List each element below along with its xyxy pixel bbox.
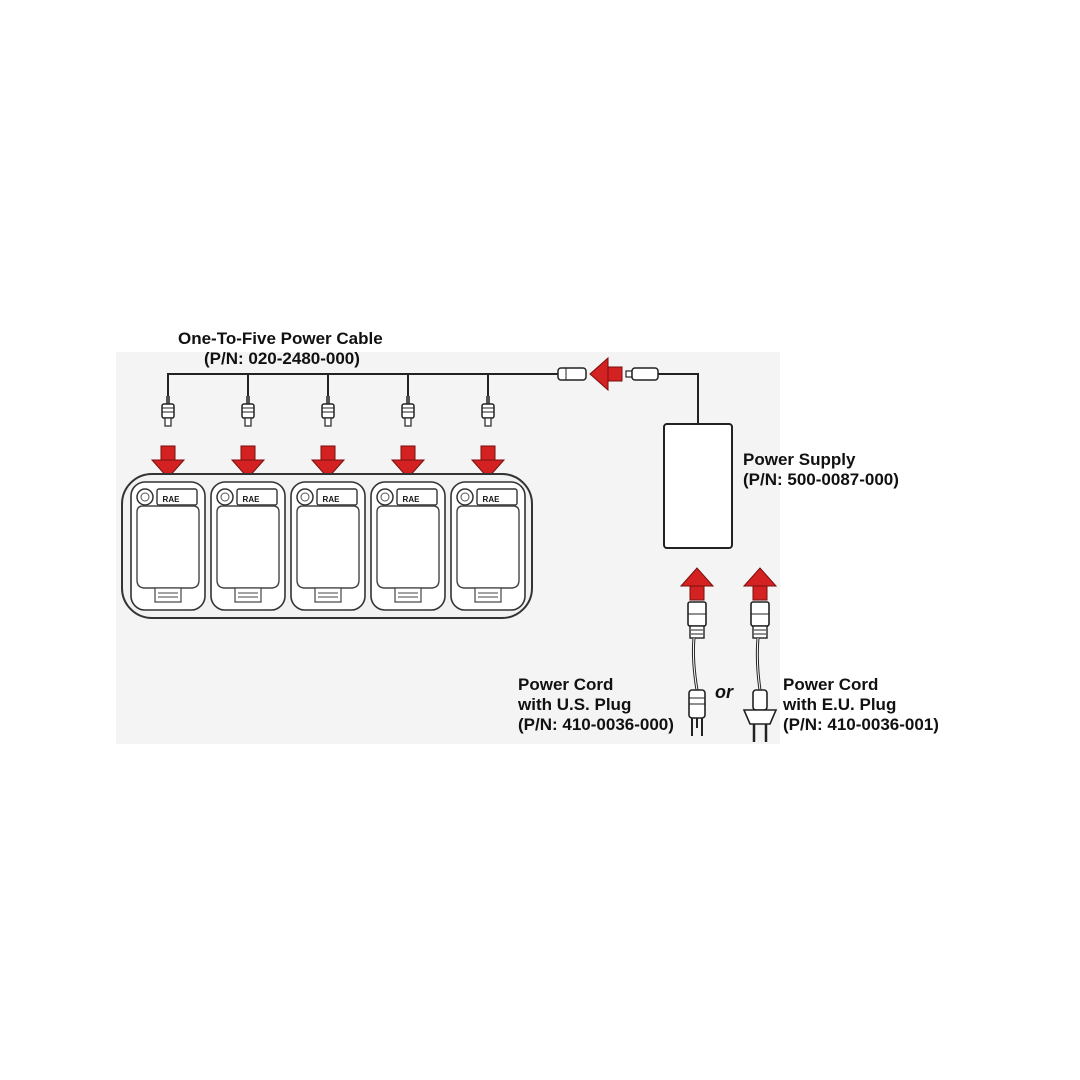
eu-cord-label-line2: with E.U. Plug xyxy=(783,695,897,714)
eu-power-cord xyxy=(742,601,778,742)
cradle-logo: RAE xyxy=(243,495,261,504)
us-cord-label-pn: (P/N: 410-0036-000) xyxy=(518,715,674,734)
or-label: or xyxy=(715,682,733,702)
us-cord-label-line1: Power Cord xyxy=(518,675,614,694)
connect-arrow-left xyxy=(589,356,623,392)
cable-label: One-To-Five Power Cable (P/N: 020-2480-0… xyxy=(178,329,383,369)
cradle-logo: RAE xyxy=(483,495,501,504)
us-power-cord xyxy=(687,601,707,736)
cradle-logo: RAE xyxy=(403,495,421,504)
supply-label: Power Supply (P/N: 500-0087-000) xyxy=(743,450,899,490)
eu-cord-label-pn: (P/N: 410-0036-001) xyxy=(783,715,939,734)
cradle-logo: RAE xyxy=(323,495,341,504)
supply-output-cable xyxy=(658,373,699,424)
cradle-logo: RAE xyxy=(163,495,181,504)
power-supply-box xyxy=(663,423,733,549)
cable-female-connector xyxy=(557,367,587,381)
eu-cord-label: Power Cord with E.U. Plug (P/N: 410-0036… xyxy=(783,675,939,735)
us-cord-label: Power Cord with U.S. Plug (P/N: 410-0036… xyxy=(518,675,674,735)
five-bay-cradle xyxy=(121,473,533,619)
cable-label-pn: (P/N: 020-2480-000) xyxy=(204,349,360,368)
us-cord-label-line2: with U.S. Plug xyxy=(518,695,632,714)
one-to-five-power-cable xyxy=(167,373,560,396)
cable-label-name: One-To-Five Power Cable xyxy=(178,329,383,348)
eu-cord-label-line1: Power Cord xyxy=(783,675,879,694)
supply-label-name: Power Supply xyxy=(743,450,856,469)
supply-label-pn: (P/N: 500-0087-000) xyxy=(743,470,899,489)
